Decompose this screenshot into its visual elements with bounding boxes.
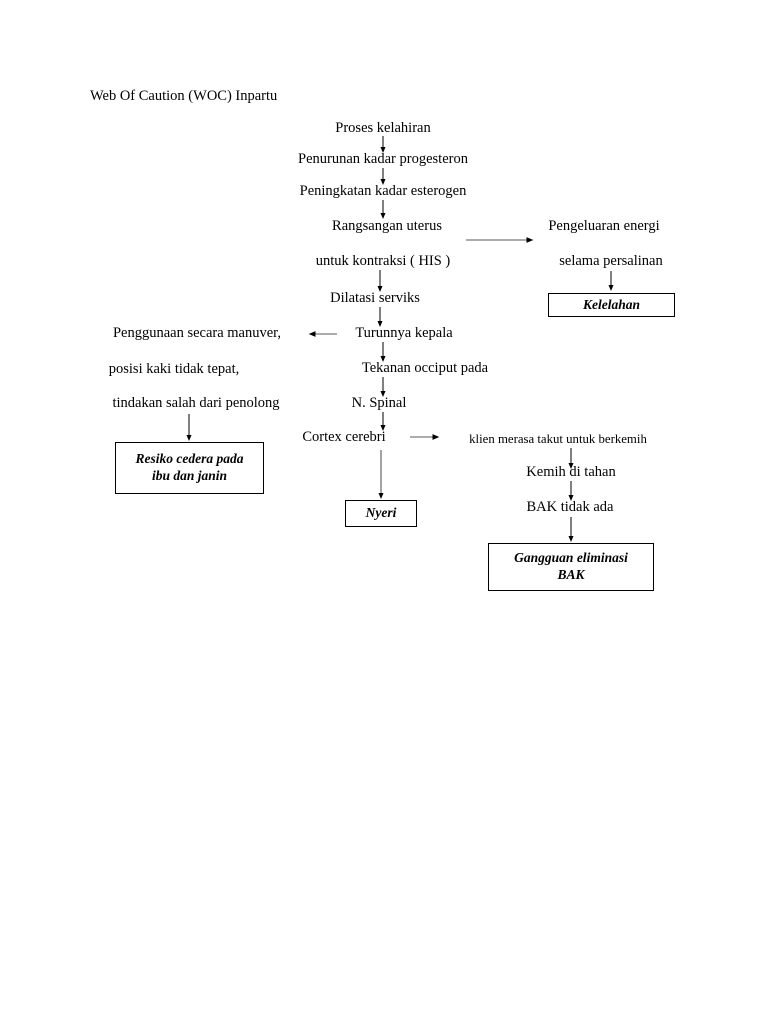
node-kemih-di-tahan: Kemih di tahan (526, 464, 616, 480)
page-title: Web Of Caution (WOC) Inpartu (90, 88, 278, 104)
node-n-spinal: N. Spinal (351, 395, 407, 411)
node-pengeluaran-energi: Pengeluaran energi (548, 218, 660, 234)
node-tindakan-salah-dari-penolong: tindakan salah dari penolong (112, 395, 280, 411)
node-turunnya-kepala: Turunnya kepala (355, 325, 453, 341)
node-proses-kelahiran: Proses kelahiran (335, 120, 431, 136)
node-posisi-kaki-tidak-tepat: posisi kaki tidak tepat, (108, 361, 240, 377)
node-bak-tidak-ada: BAK tidak ada (526, 499, 614, 515)
node-selama-persalinan: selama persalinan (559, 253, 663, 269)
outcome-box-nyeri: Nyeri (345, 500, 417, 527)
node-peningkatan-kadar-esterogen: Peningkatan kadar esterogen (299, 183, 467, 199)
node-untuk-kontraksi-his: untuk kontraksi ( HIS ) (315, 253, 451, 269)
outcome-box-resiko-cedera: Resiko cedera pada ibu dan janin (115, 442, 264, 494)
outcome-box-gangguan-eliminasi-bak: Gangguan eliminasi BAK (488, 543, 654, 591)
node-penggunaan-secara-manuver: Penggunaan secara manuver, (112, 325, 282, 341)
outcome-box-kelelahan: Kelelahan (548, 293, 675, 317)
node-dilatasi-serviks: Dilatasi serviks (330, 290, 420, 306)
node-cortex-cerebri: Cortex cerebri (302, 429, 386, 445)
node-tekanan-occiput-pada: Tekanan occiput pada (361, 360, 489, 376)
node-penurunan-kadar-progesteron: Penurunan kadar progesteron (298, 151, 468, 167)
node-rangsangan-uterus: Rangsangan uterus (332, 218, 442, 234)
node-klien-merasa-takut-untuk-berkemih: klien merasa takut untuk berkemih (469, 432, 647, 446)
